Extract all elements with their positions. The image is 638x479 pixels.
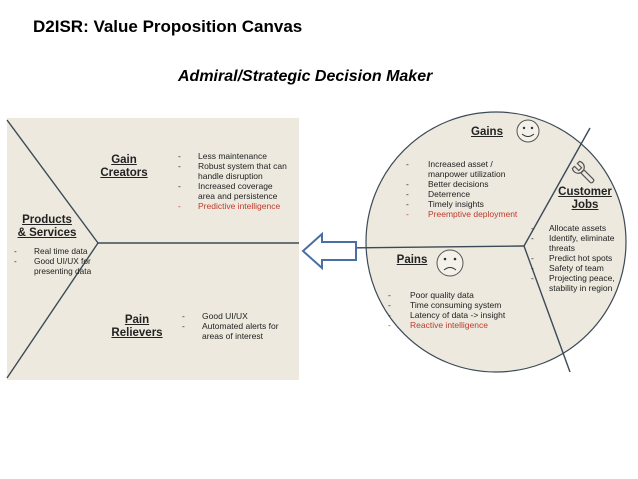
list-item: -Time consuming system	[388, 300, 502, 310]
customer-profile-divider-top	[523, 127, 591, 247]
products-services-label: Products & Services	[17, 214, 77, 239]
gains-list: -Increased asset / manpower utilization …	[406, 159, 518, 219]
list-item: -Predict hot spots	[531, 253, 613, 263]
list-item: -Safety of team	[531, 263, 604, 273]
list-item: -Less maintenance	[178, 151, 267, 161]
list-item: -Latency of data -> insight	[388, 310, 506, 320]
value-map-divider-upper	[6, 119, 99, 244]
list-item: -Automated alerts for areas of interest	[182, 321, 279, 341]
pain-relievers-label: Pain Relievers	[111, 314, 163, 339]
page-title: D2ISR: Value Proposition Canvas	[33, 17, 303, 36]
pains-list: -Poor quality data -Time consuming syste…	[388, 290, 518, 330]
customer-profile-divider-bottom	[523, 245, 571, 373]
customer-profile-divider-upper	[341, 245, 525, 249]
page-subtitle: Admiral/Strategic Decision Maker	[178, 68, 433, 85]
list-item: -Predictive intelligence	[178, 201, 281, 211]
value-map-square	[7, 118, 299, 380]
customer-profile-circle	[365, 111, 627, 373]
list-item: -Reactive intelligence	[388, 320, 488, 330]
list-item: -Better decisions	[406, 179, 489, 189]
value-map-divider-lower	[6, 242, 99, 379]
list-item: -Robust system that can handle disruptio…	[178, 161, 287, 181]
list-item: -Real time data	[14, 246, 88, 256]
fit-arrow	[301, 231, 357, 271]
list-item: -Projecting peace, stability in region	[531, 273, 615, 293]
list-item: -Poor quality data	[388, 290, 474, 300]
list-item: -Identify, eliminate threats	[531, 233, 615, 253]
pains-label: Pains	[396, 254, 428, 266]
list-item: -Increased asset / manpower utilization	[406, 159, 506, 179]
frowning-face-icon	[436, 249, 464, 277]
list-item: -Increased coverage area and persistence	[178, 181, 278, 201]
products-services-list: -Real time data -Good UI/UX for presenti…	[14, 246, 106, 276]
list-item: -Good UI/UX for presenting data	[14, 256, 92, 276]
customer-jobs-list: -Allocate assets -Identify, eliminate th…	[531, 223, 625, 293]
list-item: -Good UI/UX	[182, 311, 248, 321]
wrench-icon	[571, 160, 595, 184]
customer-jobs-label: Customer Jobs	[558, 186, 612, 211]
list-item: -Timely insights	[406, 199, 484, 209]
list-item: -Preemptive deployment	[406, 209, 518, 219]
gain-creators-label: Gain Creators	[100, 154, 148, 179]
gains-label: Gains	[471, 126, 503, 138]
pain-relievers-list: -Good UI/UX -Automated alerts for areas …	[182, 311, 292, 341]
gain-creators-list: -Less maintenance -Robust system that ca…	[178, 151, 292, 211]
list-item: -Deterrence	[406, 189, 471, 199]
smiley-face-icon	[516, 119, 540, 143]
list-item: -Allocate assets	[531, 223, 607, 233]
